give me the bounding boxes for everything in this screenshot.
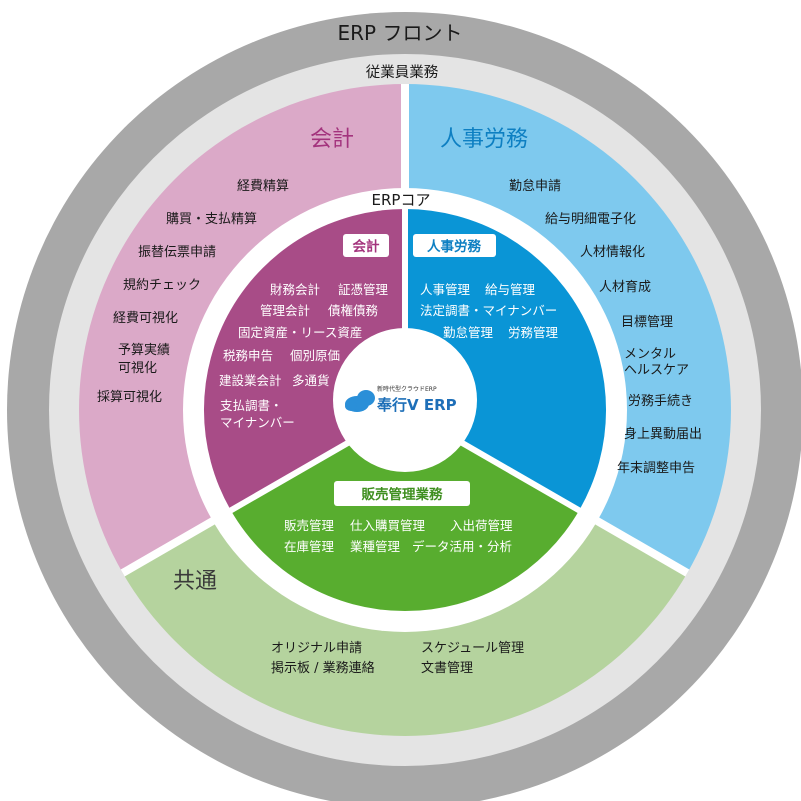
accounting-outer-item: 購買・支払精算	[166, 212, 257, 227]
accounting-outer-item: 採算可視化	[97, 390, 162, 405]
accounting-outer-item: 振替伝票申請	[138, 245, 216, 260]
core-hr-item: 給与管理	[485, 282, 536, 297]
logo-name: 奉行V ERP	[376, 396, 457, 414]
core-accounting-item: 固定資産・リース資産	[238, 325, 362, 340]
core-hr-label-box	[413, 234, 496, 257]
core-hr-label: 人事労務	[427, 238, 481, 255]
common-outer-item: 文書管理	[421, 661, 473, 676]
erp-front-title: ERP フロント	[338, 21, 463, 45]
common-outer-item: スケジュール管理	[421, 641, 524, 656]
common-outer-item: オリジナル申請	[271, 641, 362, 656]
core-sales-item: 販売管理	[284, 518, 335, 533]
core-hr-item: 法定調書・マイナンバー	[420, 303, 557, 318]
hr-outer-item: ヘルスケア	[624, 363, 689, 378]
core-sales-item: 在庫管理	[284, 539, 335, 554]
core-accounting-item: 個別原価	[290, 348, 340, 363]
core-accounting-item: 管理会計	[260, 303, 310, 318]
hr-outer-item: 目標管理	[621, 315, 673, 330]
core-accounting-item: 建設業会計	[219, 373, 282, 388]
accounting-outer-item: 経費可視化	[113, 311, 178, 326]
cloud-icon	[345, 390, 375, 412]
core-accounting-item: 債権債務	[328, 303, 379, 318]
hr-outer-item: 労務手続き	[628, 394, 693, 409]
core-accounting-item: 証憑管理	[338, 282, 389, 297]
core-hr-item: 勤怠管理	[443, 325, 494, 340]
hr-outer-item: 給与明細電子化	[545, 212, 636, 227]
core-hr-item: 労務管理	[508, 325, 559, 340]
core-accounting-item: マイナンバー	[220, 415, 295, 430]
core-sales-item: 業種管理	[350, 539, 401, 554]
hr-outer-item: メンタル	[624, 347, 676, 362]
accounting-outer-item: 規約チェック	[123, 278, 201, 293]
logo-tagline: 新時代型クラウドERP	[377, 385, 437, 393]
core-accounting-item: 多通貨	[292, 373, 330, 388]
employee-label: 従業員業務	[366, 64, 439, 81]
core-sales-label-box	[334, 481, 470, 506]
hr-outer-item: 身上異動届出	[624, 426, 702, 442]
common-outer-item: 掲示板 / 業務連絡	[271, 660, 375, 676]
accounting-outer-title: 会計	[310, 127, 354, 152]
hr-outer-item: 人材育成	[599, 279, 651, 295]
core-accounting-item: 税務申告	[223, 348, 273, 363]
core-accounting-item: 財務会計	[270, 282, 320, 297]
core-sales-item: データ活用・分析	[412, 539, 512, 554]
core-sales-label: 販売管理業務	[362, 486, 443, 503]
hr-outer-title: 人事労務	[440, 127, 528, 152]
hr-outer-item: 人材情報化	[580, 245, 645, 260]
accounting-outer-item: 予算実績	[118, 342, 170, 358]
core-accounting-label-box	[343, 234, 389, 257]
common-outer-title: 共通	[173, 569, 217, 594]
core-sales-item: 仕入購買管理	[350, 518, 426, 533]
accounting-outer-item: 可視化	[118, 361, 157, 376]
logo-circle	[333, 328, 477, 472]
core-sales-item: 入出荷管理	[450, 518, 513, 533]
accounting-outer-item: 経費精算	[237, 179, 289, 194]
erp-core-title: ERPコア	[372, 191, 431, 209]
hr-outer-item: 年末調整申告	[617, 461, 695, 476]
logo[interactable]: 新時代型クラウドERP 奉行V ERP	[345, 385, 457, 414]
hr-outer-item: 勤怠申請	[509, 178, 561, 194]
core-accounting-item: 支払調書・	[220, 398, 283, 413]
core-accounting-label: 会計	[353, 238, 380, 255]
core-hr-item: 人事管理	[420, 282, 471, 297]
